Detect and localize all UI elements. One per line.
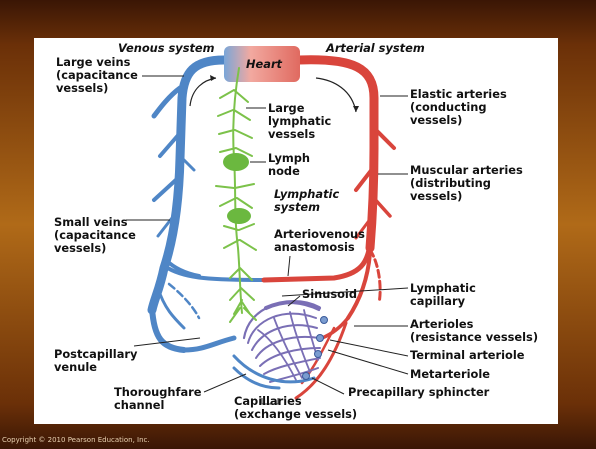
postcapillary-venule — [184, 338, 234, 350]
sphincter — [315, 351, 322, 358]
sphincter — [317, 335, 324, 342]
leader-thoroughfare-channel — [204, 374, 246, 392]
label-small-veins: Small veins (capacitance vessels) — [54, 216, 136, 255]
label-arterioles: Arterioles (resistance vessels) — [410, 318, 538, 344]
diagram-slide: Venous system Arterial system Heart Lymp… — [34, 38, 558, 424]
flow-arrow-venous — [190, 78, 216, 106]
lymph-node — [227, 208, 251, 224]
lymph-branch — [224, 224, 256, 250]
label-arteriovenous-anastomosis: Arteriovenous anastomosis — [274, 228, 365, 254]
lymphatic-system — [216, 68, 256, 322]
label-lymphatic-capillary: Lymphatic capillary — [410, 282, 476, 308]
vein-branch — [154, 88, 180, 116]
title-lymphatic-system: Lymphatic system — [274, 188, 339, 214]
large-artery — [299, 60, 374, 248]
label-large-lymphatic-vessels: Large lymphatic vessels — [268, 102, 331, 141]
capillary — [274, 318, 302, 378]
label-elastic-arteries: Elastic arteries (conducting vessels) — [410, 88, 507, 127]
sphincter — [303, 373, 310, 380]
venule — [169, 284, 199, 318]
label-postcapillary-venule: Postcapillary venule — [54, 348, 137, 374]
lymphatic-vessel — [233, 68, 242, 313]
leader-precapillary-sphincter — [312, 378, 344, 394]
title-venous-system: Venous system — [118, 42, 215, 55]
arrowhead — [210, 75, 216, 81]
sphincter — [321, 317, 328, 324]
label-large-veins: Large veins (capacitance vessels) — [56, 56, 138, 95]
copyright-notice: Copyright © 2010 Pearson Education, Inc. — [2, 436, 150, 444]
title-arterial-system: Arterial system — [326, 42, 425, 55]
label-precapillary-sphincter: Precapillary sphincter — [348, 386, 489, 399]
label-muscular-arteries: Muscular arteries (distributing vessels) — [410, 164, 523, 203]
lymph-node — [223, 153, 249, 171]
leader-arteriovenous-anastomosis — [288, 256, 290, 276]
label-lymph-node: Lymph node — [268, 152, 310, 178]
arrowhead — [353, 106, 359, 112]
capillary — [260, 348, 320, 366]
label-metarteriole: Metarteriole — [410, 368, 490, 381]
label-terminal-arteriole: Terminal arteriole — [410, 349, 525, 362]
lymph-branch — [230, 268, 254, 300]
label-capillaries: Capillaries (exchange vessels) — [234, 395, 357, 421]
heart-label: Heart — [246, 58, 282, 71]
label-sinusoid: Sinusoid — [302, 288, 357, 301]
capillary-bed — [234, 302, 320, 382]
label-thoroughfare-channel: Thoroughfare channel — [114, 386, 202, 412]
